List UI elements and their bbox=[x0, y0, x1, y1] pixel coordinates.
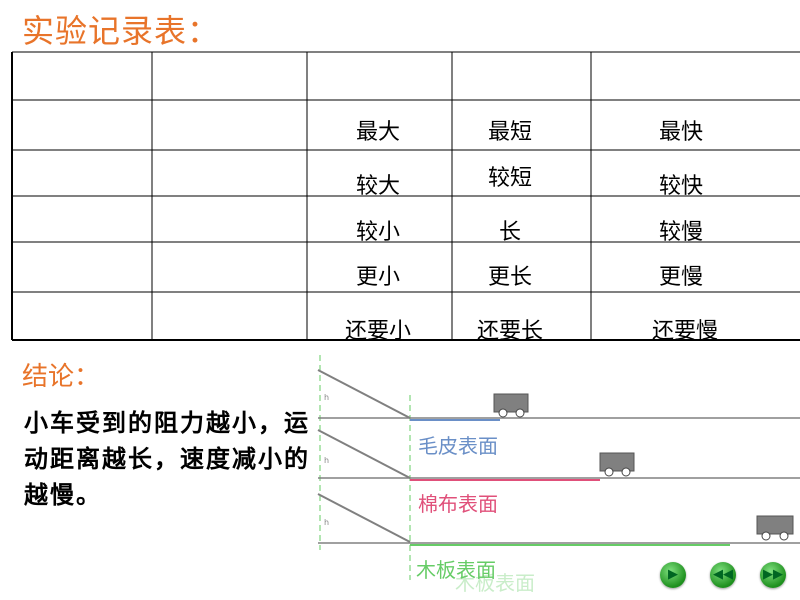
svg-text:h: h bbox=[324, 518, 329, 527]
table-cell: 更小 bbox=[355, 265, 400, 290]
table-cell: 更长 bbox=[487, 265, 532, 290]
conclusion-label: 结论： bbox=[22, 362, 101, 392]
surface-label-wood: 木板表面 bbox=[416, 558, 496, 582]
table-cell: 最快 bbox=[658, 120, 703, 145]
rewind-icon[interactable]: ◀◀ bbox=[710, 562, 736, 588]
page-title: 实验记录表： bbox=[22, 12, 221, 50]
svg-text:h: h bbox=[324, 456, 329, 465]
conclusion-text: 小车受到的阻力越小，运动距离越长，速度减小的越慢。 bbox=[24, 409, 310, 509]
table-cell: 还要慢 bbox=[651, 319, 718, 344]
table-cell: 最大 bbox=[355, 120, 400, 145]
table-cell: 较快 bbox=[658, 174, 703, 199]
table-cell: 较小 bbox=[355, 220, 400, 245]
cart-wood bbox=[756, 515, 794, 541]
table-cell: 还要长 bbox=[476, 319, 543, 344]
surface-label-fur: 毛皮表面 bbox=[418, 434, 498, 458]
table-cell: 长 bbox=[498, 220, 521, 245]
surface-label-cotton: 棉布表面 bbox=[418, 492, 498, 516]
fast-forward-icon[interactable]: ▶▶ bbox=[760, 562, 786, 588]
svg-text:h: h bbox=[324, 393, 329, 402]
table-cell: 更慢 bbox=[658, 265, 703, 290]
table-cell: 最短 bbox=[487, 120, 532, 145]
table-cell: 较短 bbox=[487, 166, 532, 191]
cart-fur bbox=[493, 393, 529, 418]
table-cell: 较大 bbox=[355, 174, 400, 199]
table-cell: 还要小 bbox=[344, 319, 411, 344]
play-icon[interactable]: ▶ bbox=[660, 562, 686, 588]
table-cell: 较慢 bbox=[658, 220, 703, 245]
cart-cotton bbox=[599, 452, 635, 477]
